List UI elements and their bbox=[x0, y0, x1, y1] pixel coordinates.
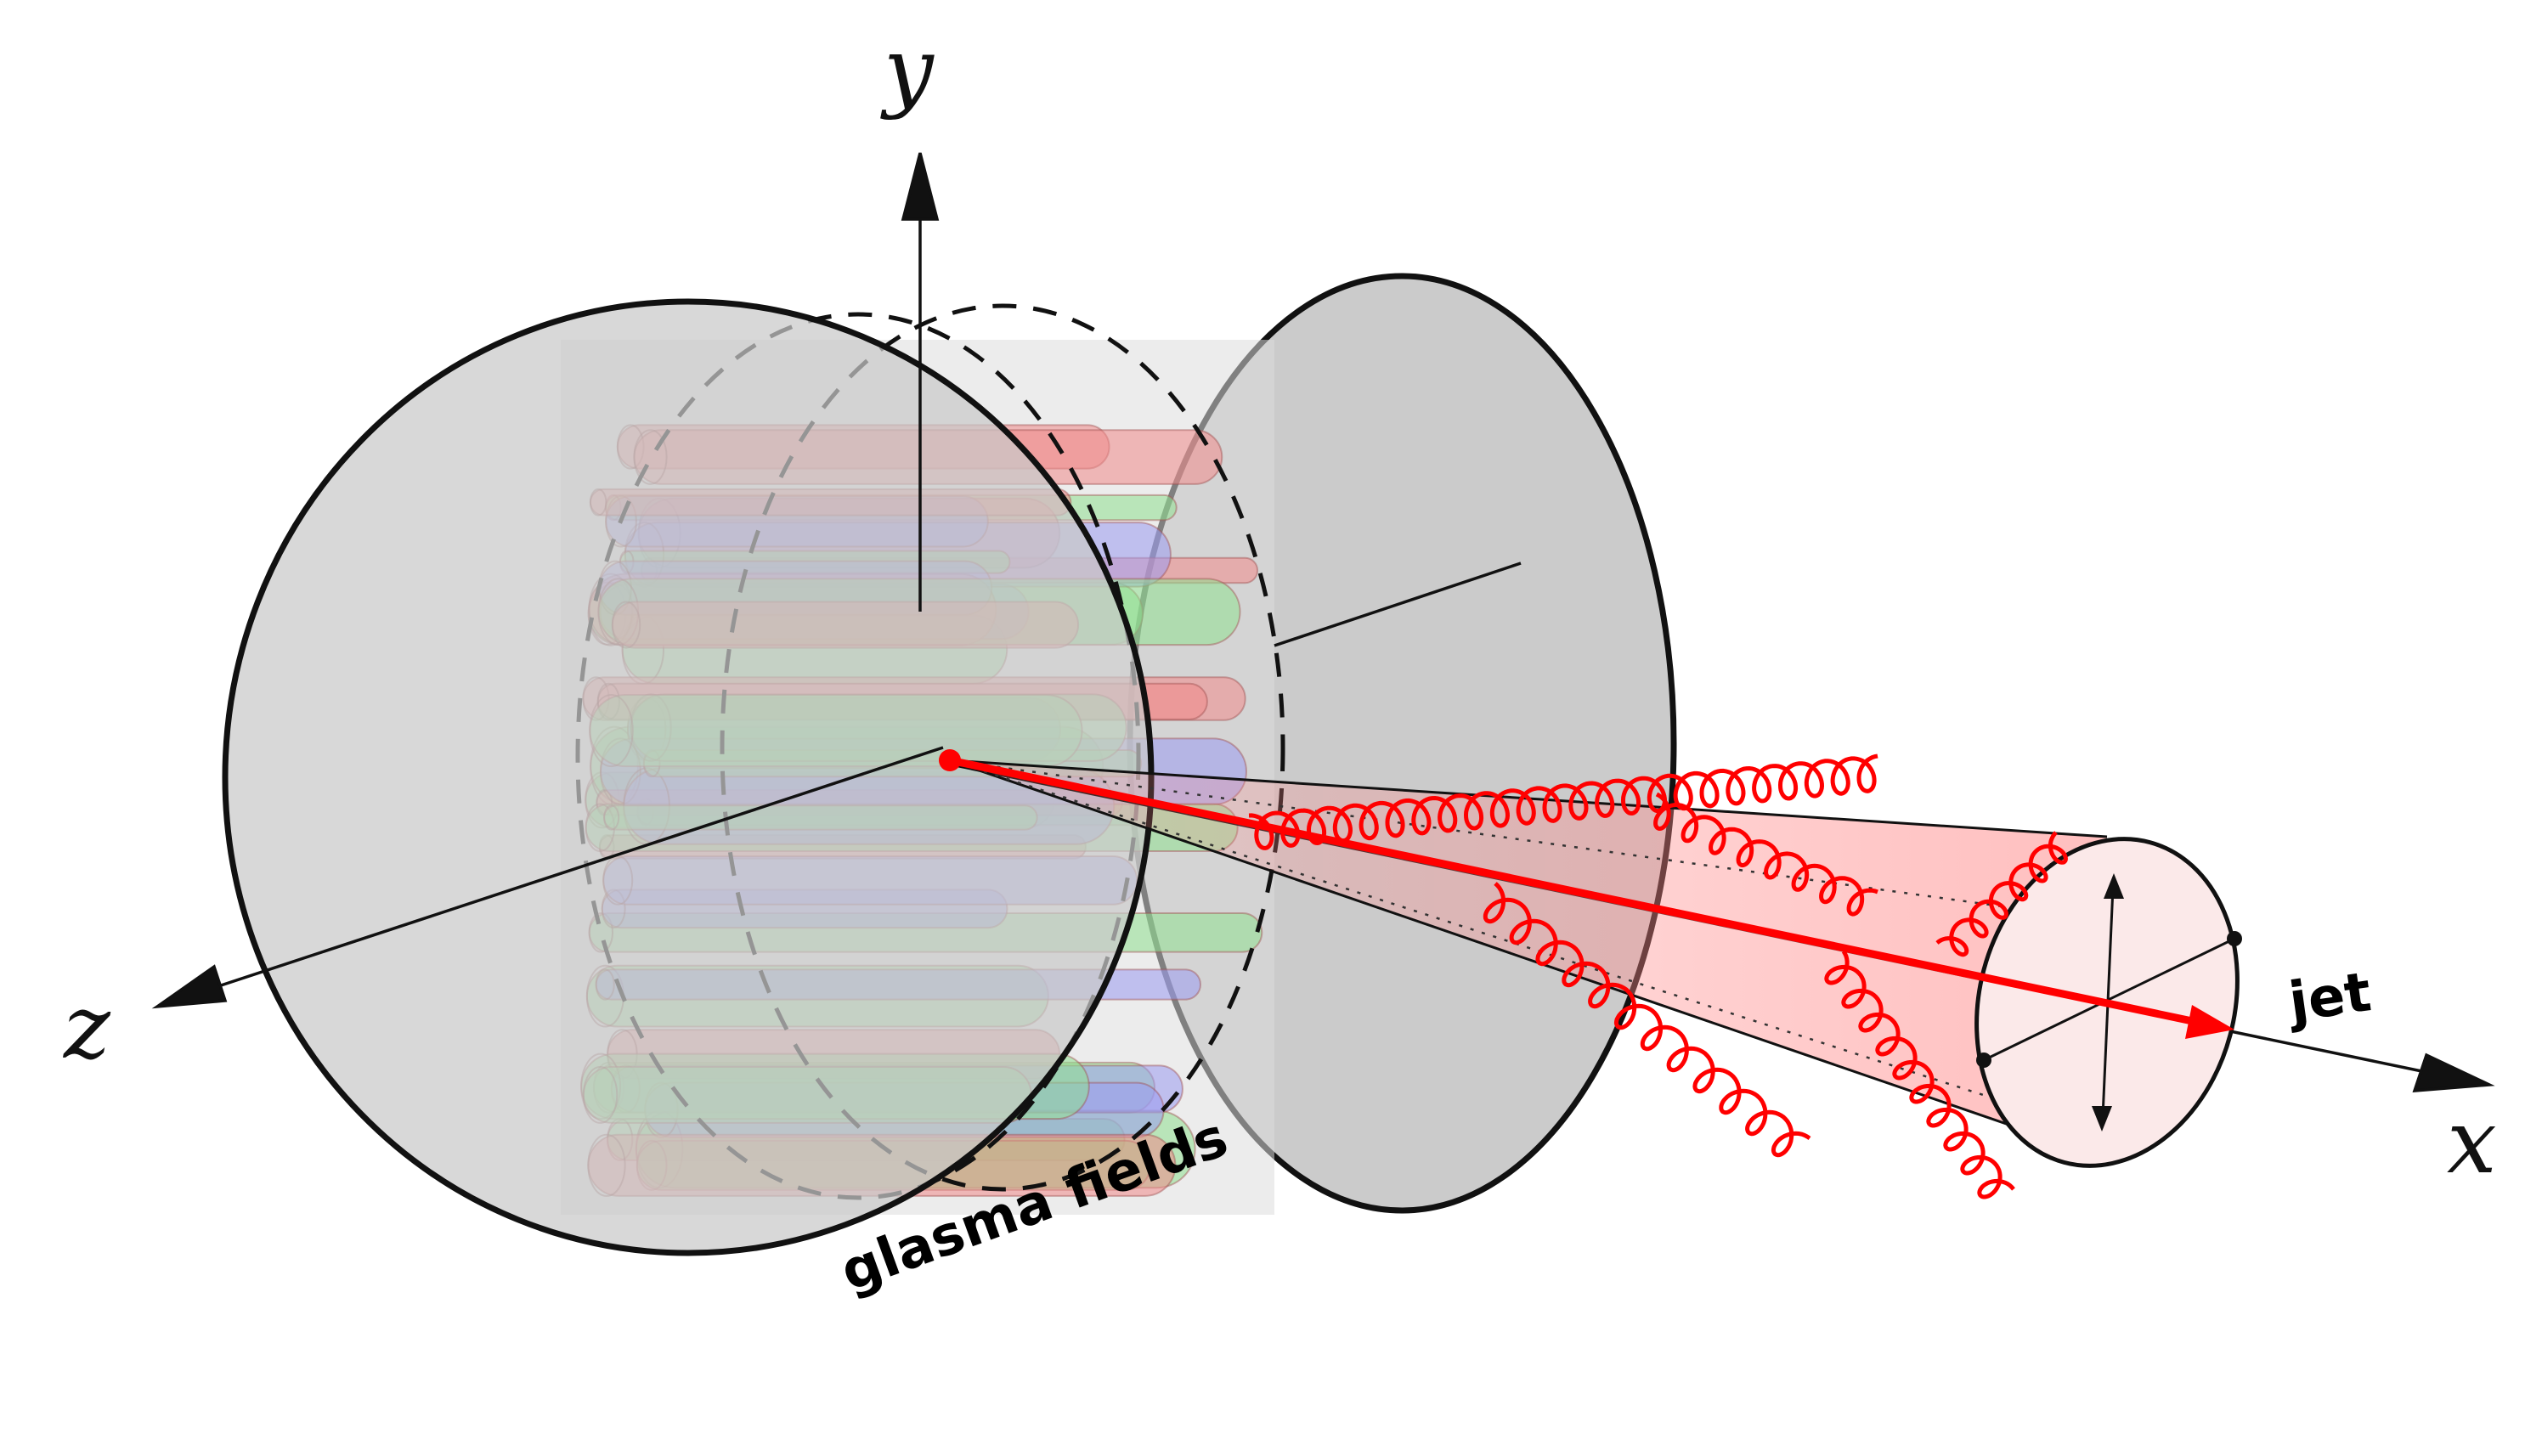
gluon-emissions bbox=[1248, 753, 2068, 1199]
x-axis-arrowhead bbox=[2412, 1052, 2495, 1092]
z-axis-arrowhead bbox=[151, 964, 228, 1009]
jet-origin bbox=[939, 749, 961, 771]
gluon-line bbox=[1483, 882, 1811, 1158]
gluon-line bbox=[1653, 792, 1878, 917]
z-axis-line bbox=[220, 746, 944, 987]
z-axis-label: z bbox=[62, 975, 111, 1079]
x-axis-label: x bbox=[2447, 1090, 2497, 1194]
jet-axis-arrow[interactable] bbox=[949, 756, 2197, 1026]
jet-cone-dotted-2 bbox=[949, 759, 2065, 1123]
jet-end-dot-left bbox=[1976, 1052, 1991, 1068]
jet-arrowhead bbox=[2185, 1005, 2234, 1039]
jet-end-dot-right bbox=[2227, 931, 2242, 946]
jet-label: jet bbox=[2283, 961, 2375, 1035]
jet-cone-edge-lower bbox=[949, 759, 2074, 1148]
beam-axis-back bbox=[1274, 562, 1522, 647]
jet-cone[interactable] bbox=[950, 760, 2107, 1147]
y-axis-arrowhead bbox=[901, 152, 940, 221]
gluon-line bbox=[1935, 831, 2068, 957]
y-axis-label: y bbox=[880, 18, 935, 121]
gluon-line bbox=[1824, 950, 2015, 1199]
jet-end-arrowhead-up bbox=[2104, 873, 2124, 899]
jet-cone-dotted-1 bbox=[949, 759, 2235, 940]
gluon-line bbox=[1248, 753, 1878, 850]
jet-end-arrowhead-down bbox=[2092, 1106, 2112, 1132]
